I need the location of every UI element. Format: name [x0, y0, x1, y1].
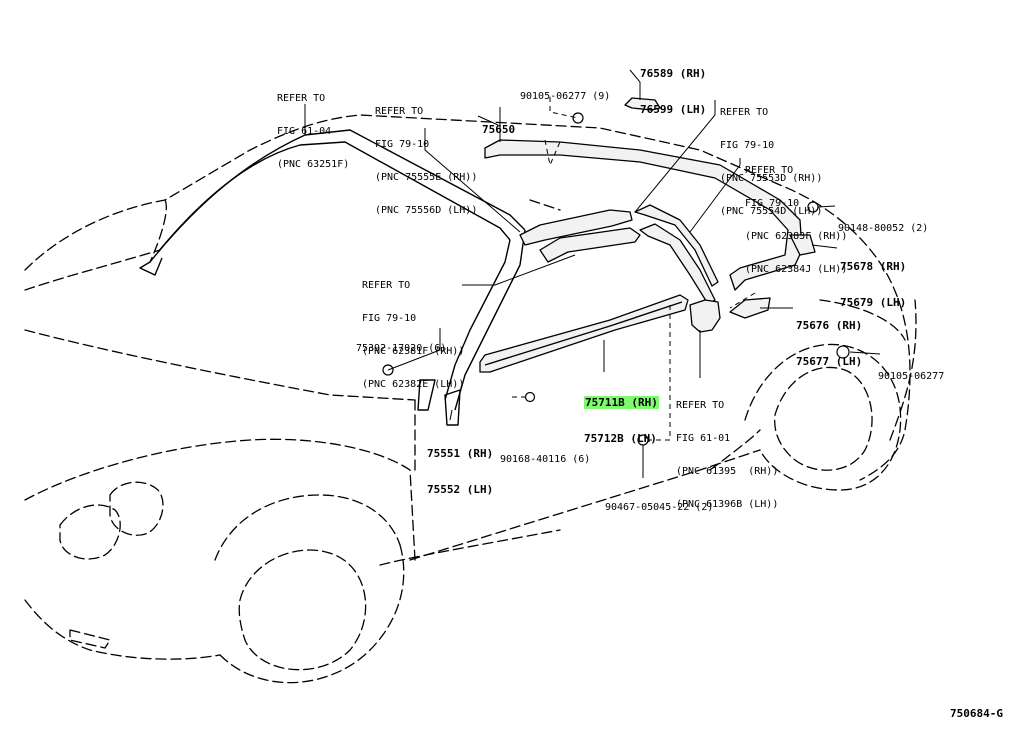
label-part-75678: 75678 (RH) 75679 (LH)	[840, 237, 906, 321]
label-refer-fig-61-01: REFER TO FIG 61-01 (PNC 61395 (RH)) (PNC…	[676, 378, 778, 521]
label-line: 75712B (LH)	[584, 432, 657, 445]
label-line: REFER TO	[745, 165, 794, 176]
label-part-76589: 76589 (RH) 76599 (LH)	[640, 44, 706, 128]
label-line: FIG 79-10	[362, 313, 417, 324]
label-refer-fig-79-10-b: REFER TO FIG 79-10 (PNC 75553D (RH)) (PN…	[720, 85, 822, 228]
label-bolt-90148-80052: 90148-80052 (2)	[838, 201, 928, 245]
label-line: REFER TO	[362, 280, 411, 291]
label-line: 75677 (LH)	[796, 355, 863, 368]
label-part-75551: 75551 (RH) 75552 (LH)	[427, 424, 493, 508]
label-line: 75679 (LH)	[840, 296, 907, 309]
label-line: 75552 (LH)	[427, 483, 494, 496]
leader-lines	[304, 69, 881, 478]
label-part-75676: 75676 (RH) 75677 (LH)	[796, 296, 862, 380]
label-screw-90168-40116: 90168-40116 (6)	[500, 432, 590, 476]
label-line: FIG 79-10	[720, 140, 775, 151]
label-clip-75392-17020: 75392-17020 (6)	[356, 321, 446, 365]
label-refer-fig-79-10-d: REFER TO FIG 79-10 (PNC 62381F (RH)) (PN…	[362, 258, 464, 401]
label-line: 90148-80052 (2)	[838, 223, 929, 234]
label-line: (PNC 75553D (RH))	[720, 173, 823, 184]
label-line: REFER TO	[676, 400, 725, 411]
windshield-frame	[139, 129, 526, 426]
label-line: (PNC 75554D (LH))	[720, 206, 823, 217]
roof-rail-parts	[479, 97, 816, 373]
label-line: REFER TO	[720, 107, 769, 118]
label-line: (PNC 62383F (RH))	[745, 231, 848, 242]
label-line: 75392-17020 (6)	[356, 343, 447, 354]
label-line: (PNC 62381F (RH))	[362, 346, 465, 357]
label-line: REFER TO	[375, 106, 424, 117]
label-line: 75650	[482, 123, 516, 136]
label-line: 75711B (RH)	[584, 396, 659, 409]
label-line: 90467-05045-22 (2)	[605, 502, 714, 513]
label-refer-fig-79-10-c: REFER TO FIG 79-10 (PNC 62383F (RH)) (PN…	[745, 143, 847, 286]
label-refer-fig-61-04: REFER TO FIG 61-04 (PNC 63251F)	[277, 71, 349, 181]
car-body-outline	[24, 114, 917, 684]
label-refer-fig-79-10-a: REFER TO FIG 79-10 (PNC 75555E (RH)) (PN…	[375, 84, 477, 227]
label-line: 76599 (LH)	[640, 103, 707, 116]
label-line: 90105-06277 (9)	[520, 91, 611, 102]
label-line: (PNC 75555E (RH))	[375, 172, 478, 183]
label-line: FIG 61-04	[277, 126, 332, 137]
highlighted-part-number[interactable]: 75711B (RH)	[584, 396, 659, 409]
label-part-75711b-highlighted[interactable]: 75711B (RH) 75712B (LH)	[584, 373, 659, 457]
label-line: FIG 61-01	[676, 433, 731, 444]
label-line: FIG 79-10	[745, 198, 800, 209]
diagram-id: 750684-G	[950, 684, 1003, 732]
label-bolt-90105-06277: 90105-06277	[878, 349, 944, 393]
label-line: (PNC 62384J (LH))	[745, 264, 848, 275]
label-bolt-90105-06277-9: 90105-06277 (9)	[520, 69, 610, 113]
label-line: REFER TO	[277, 93, 326, 104]
parts-diagram	[24, 69, 917, 684]
label-part-75650: 75650	[482, 100, 515, 148]
label-line: 76589 (RH)	[640, 67, 707, 80]
label-line: (PNC 63251F)	[277, 159, 350, 170]
label-line: (PNC 75556D (LH))	[375, 205, 478, 216]
diagram-id-text: 750684-G	[950, 707, 1003, 720]
label-line: 90168-40116 (6)	[500, 454, 591, 465]
label-line: 75551 (RH)	[427, 447, 494, 460]
label-clip-90467-05045: 90467-05045-22 (2)	[605, 480, 713, 524]
label-line: (PNC 62382E (LH))	[362, 379, 465, 390]
label-line: FIG 79-10	[375, 139, 430, 150]
fasteners	[382, 112, 850, 446]
label-line: 90105-06277	[878, 371, 945, 382]
label-line: (PNC 61395 (RH))	[676, 466, 779, 477]
label-line: 75678 (RH)	[840, 260, 907, 273]
label-line: 75676 (RH)	[796, 319, 863, 332]
label-line: (PNC 61396B (LH))	[676, 499, 779, 510]
